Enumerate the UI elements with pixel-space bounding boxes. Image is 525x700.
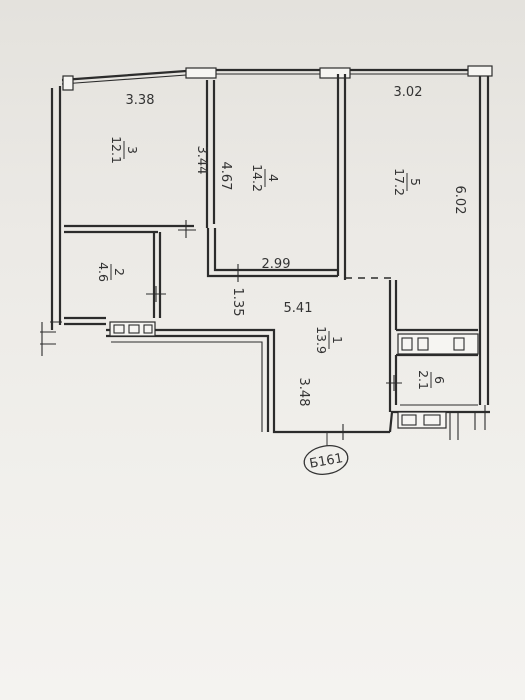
svg-text:3: 3 xyxy=(125,146,140,154)
bathroom-fixture xyxy=(397,333,479,355)
room-label-1: 1 13.9 xyxy=(314,326,345,354)
dimension-label: 1.35 xyxy=(230,288,245,317)
svg-text:14.2: 14.2 xyxy=(250,164,265,192)
dimension-label: 4.67 xyxy=(218,162,233,191)
window-frame xyxy=(467,65,493,77)
door-marks xyxy=(146,220,402,440)
unit-stamp-label: Б161 xyxy=(308,451,344,472)
fixtures xyxy=(40,321,486,440)
svg-text:2: 2 xyxy=(112,268,127,276)
svg-text:13.9: 13.9 xyxy=(314,326,329,354)
window-frame xyxy=(319,67,351,79)
bathroom-fixture xyxy=(397,411,447,429)
svg-text:2.1: 2.1 xyxy=(416,370,431,390)
dimension-label: 3.02 xyxy=(394,85,423,100)
room-label-2: 2 4.6 xyxy=(96,262,127,282)
top-facade xyxy=(61,65,493,91)
dimension-label: 3.44 xyxy=(194,146,209,175)
dimension-label: 5.41 xyxy=(284,301,313,316)
svg-text:4.6: 4.6 xyxy=(96,262,111,282)
room-label-3: 3 12.1 xyxy=(109,136,140,164)
svg-text:4: 4 xyxy=(266,174,281,182)
dimension-label: 6.02 xyxy=(452,186,467,215)
svg-text:12.1: 12.1 xyxy=(109,136,124,164)
window-frame xyxy=(185,67,217,79)
dimension-label: 3.48 xyxy=(296,378,311,407)
dimension-label: 2.99 xyxy=(262,257,291,272)
room-label-5: 5 17.2 xyxy=(392,168,423,196)
svg-text:17.2: 17.2 xyxy=(392,168,407,196)
unit-stamp: Б161 xyxy=(303,432,349,475)
exterior-walls xyxy=(50,70,490,434)
interior-walls xyxy=(64,74,478,434)
svg-text:5: 5 xyxy=(408,178,423,186)
dimension-label: 3.38 xyxy=(126,93,155,108)
svg-text:1: 1 xyxy=(330,336,345,344)
svg-text:6: 6 xyxy=(432,376,447,384)
room-label-6: 6 2.1 xyxy=(416,370,447,390)
wall-cabinet xyxy=(109,321,156,337)
window-frame xyxy=(62,75,74,91)
room-label-4: 4 14.2 xyxy=(250,164,281,192)
